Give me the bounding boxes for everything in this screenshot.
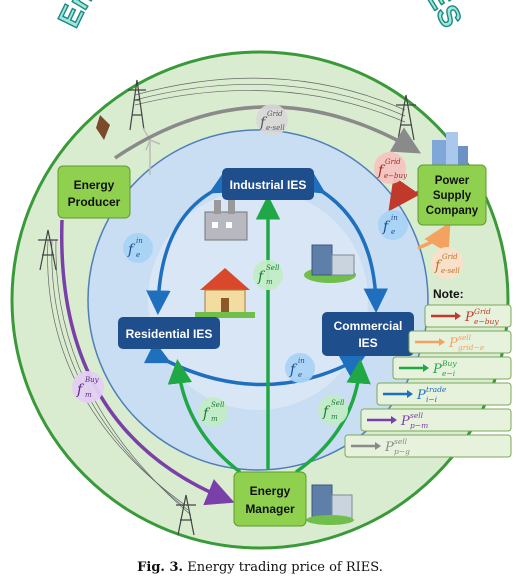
svg-text:f: f [377, 163, 386, 179]
svg-text:Sell: Sell [211, 401, 224, 409]
svg-text:m: m [211, 415, 218, 423]
price-grid-buy-bubble: f Grid e−buy [374, 152, 408, 184]
caption-label: Fig. 3. [137, 560, 184, 575]
svg-text:e: e [298, 371, 302, 379]
manager-label-2: Manager [245, 502, 295, 516]
node-industrial-ies: Industrial IES [222, 168, 314, 200]
svg-text:f: f [127, 242, 136, 258]
brown-kite-icon [96, 115, 110, 140]
svg-text:sell: sell [410, 411, 424, 420]
price-sell-bubble-right: f Sell m [318, 395, 348, 425]
node-industrial-label: Industrial IES [230, 178, 307, 192]
node-commercial-label-1: Commercial [334, 319, 403, 333]
svg-text:Buy: Buy [84, 376, 100, 384]
svg-text:f: f [289, 362, 298, 378]
svg-text:P: P [416, 388, 426, 403]
price-in-bubble-bottom: f in e [285, 353, 315, 383]
price-sell-bubble-top: f Sell m [253, 260, 283, 290]
producer-label-1: Energy [74, 178, 115, 192]
producer-label-2: Producer [68, 195, 121, 209]
svg-text:sell: sell [458, 333, 472, 342]
svg-text:m: m [331, 413, 338, 421]
svg-text:P: P [448, 336, 458, 351]
arrow-grid-sell-orange [417, 221, 451, 254]
svg-text:P: P [464, 310, 474, 325]
svg-text:e−buy: e−buy [474, 317, 499, 326]
node-commercial-ies: Commercial IES [322, 312, 414, 356]
caption-text: Energy trading price of RIES. [187, 560, 383, 575]
svg-text:e: e [136, 251, 140, 259]
office-towers-icon [432, 132, 468, 168]
power-label-3: Company [426, 205, 479, 217]
svg-text:f: f [322, 404, 331, 420]
svg-text:Grid: Grid [474, 307, 491, 316]
svg-text:e−i: e−i [442, 369, 456, 378]
svg-text:in: in [391, 214, 398, 222]
node-energy-producer: Energy Producer [57, 165, 131, 219]
node-residential-label: Residential IES [126, 327, 213, 341]
node-residential-ies: Residential IES [118, 317, 220, 349]
node-energy-manager: Energy Manager [233, 471, 307, 527]
svg-text:Grid: Grid [442, 253, 458, 261]
legend-title: Note: [433, 287, 464, 301]
svg-text:f: f [259, 115, 268, 131]
svg-text:f: f [434, 258, 443, 274]
svg-text:Buy: Buy [441, 359, 457, 368]
svg-text:P: P [432, 362, 442, 377]
svg-text:Sell: Sell [266, 264, 279, 272]
svg-text:in: in [298, 357, 305, 365]
svg-text:e: e [391, 228, 395, 236]
svg-text:Grid: Grid [267, 110, 283, 118]
power-label-2: Supply [433, 190, 472, 202]
svg-text:f: f [382, 219, 391, 235]
node-power-supply-company: Power Supply Company [417, 164, 487, 226]
svg-text:f: f [257, 269, 266, 285]
svg-text:f: f [202, 406, 211, 422]
mall-icon [304, 244, 356, 283]
svg-text:p−m: p−m [410, 421, 428, 430]
svg-text:e-sell: e-sell [266, 124, 285, 132]
diagram-title: Energy transaction price of RIES [52, 0, 467, 33]
svg-text:P: P [400, 414, 410, 429]
price-grid-sell-orange-bubble: f Grid e-sell [431, 247, 463, 279]
svg-text:sell: sell [394, 437, 408, 446]
svg-text:m: m [266, 278, 273, 286]
svg-text:trade: trade [426, 385, 447, 394]
price-in-bubble-left: f in e [123, 233, 153, 263]
price-in-bubble-right: f in e [378, 210, 408, 240]
svg-text:grid−e: grid−e [458, 343, 485, 352]
svg-text:e-sell: e-sell [441, 267, 460, 275]
manager-sell-arrows [167, 195, 371, 474]
figure-caption: Fig. 3. Energy trading price of RIES. [0, 560, 520, 575]
svg-text:p−g: p−g [394, 447, 410, 456]
manager-label-1: Energy [250, 484, 291, 498]
svg-text:i−i: i−i [426, 395, 438, 404]
factory-icon [204, 196, 248, 241]
svg-text:P: P [384, 440, 394, 455]
price-grid-sell-bubble: f Grid e-sell [256, 104, 288, 136]
svg-text:Grid: Grid [385, 158, 401, 166]
node-commercial-label-2: IES [358, 336, 377, 350]
transmission-tower-icon [38, 79, 416, 536]
manager-building-icon [306, 484, 354, 525]
price-sell-bubble-left: f Sell m [198, 397, 228, 427]
price-buy-bubble: f Buy m [72, 371, 104, 403]
house-icon [195, 268, 255, 318]
svg-text:f: f [76, 382, 85, 398]
power-label-1: Power [435, 175, 470, 187]
svg-text:in: in [136, 237, 143, 245]
svg-text:Sell: Sell [331, 399, 344, 407]
svg-text:m: m [85, 391, 92, 399]
svg-text:e−buy: e−buy [384, 172, 408, 180]
